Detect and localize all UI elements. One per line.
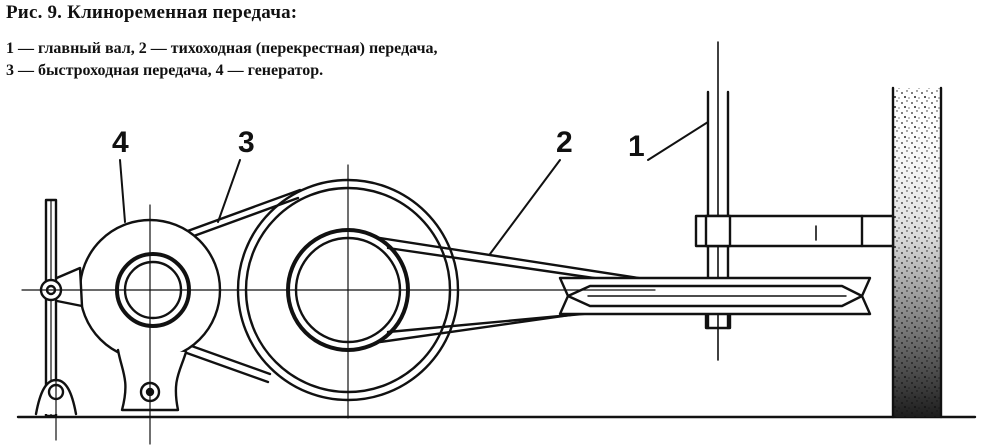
v-pulley [558,276,872,316]
center-lines [21,164,656,445]
legend-line-1: 1 — главный вал, 2 — тихоходная (перекре… [6,40,438,57]
legend-line-2: 3 — быстроходная передача, 4 — генератор… [6,62,324,79]
shaft-bracket [694,214,895,248]
label-slow-drive: 2 [556,126,573,159]
label-fast-drive: 3 [238,126,255,159]
figure-title: Рис. 9. Клиноременная передача: [6,2,298,23]
leader-lines [119,121,709,255]
generator [50,218,222,412]
wall [891,86,943,419]
label-main-shaft: 1 [628,130,645,163]
label-generator: 4 [112,126,129,159]
